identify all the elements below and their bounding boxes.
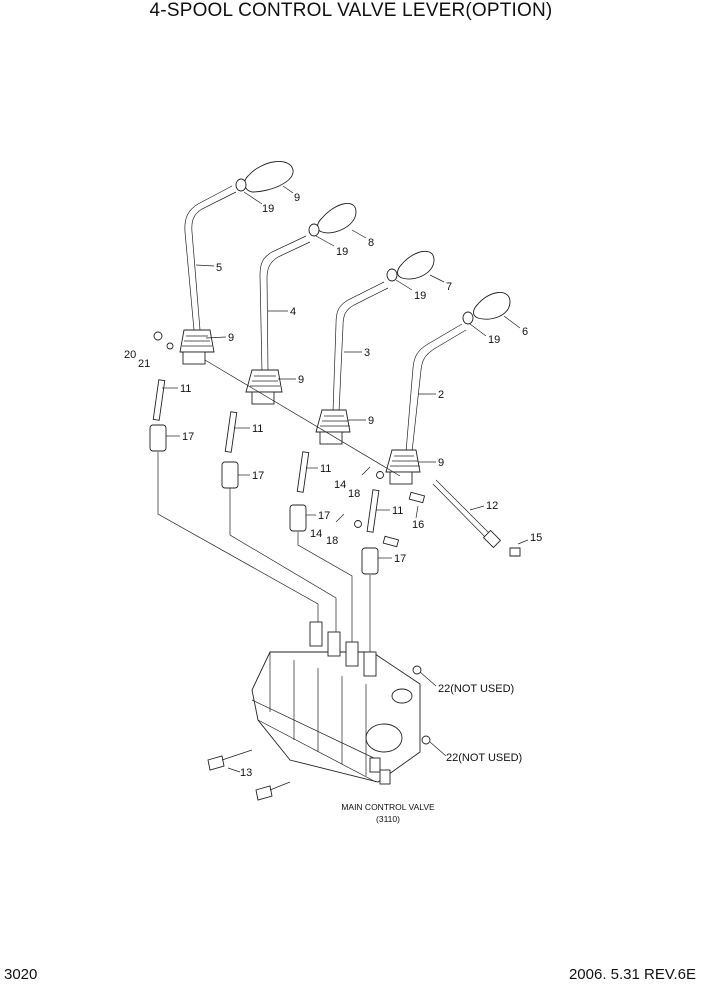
nut-19: [235, 178, 247, 192]
callout-14: 14: [310, 528, 322, 540]
callout-11: 11: [180, 383, 191, 395]
callout-17: 17: [394, 553, 406, 565]
washer-18b: [354, 520, 362, 528]
callout-21: 21: [138, 358, 150, 370]
callout-17: 17: [182, 431, 194, 443]
callout-7: 7: [446, 281, 452, 293]
lever-rod-4: [259, 235, 311, 373]
revision-date: 2006. 5.31 REV.6E: [568, 966, 696, 983]
valve-caption-name: MAIN CONTROL VALVE: [341, 802, 435, 812]
leader-lines: [162, 185, 529, 773]
callout-9: 9: [438, 457, 444, 469]
callout-17: 17: [318, 510, 330, 522]
callout-19: 19: [414, 290, 426, 302]
lever-rod-5: [184, 185, 237, 331]
cap-17d: [361, 547, 379, 575]
bolts-13: [207, 749, 291, 801]
pin-14: [361, 466, 371, 476]
pin-14b: [335, 513, 345, 523]
plug-22b: [421, 735, 431, 745]
callout-2: 2: [438, 389, 444, 401]
callout-8: 8: [368, 237, 374, 249]
callout-12: 12: [486, 500, 498, 512]
pin-16b: [382, 535, 400, 548]
washer-18: [376, 471, 384, 479]
callout-20: 20: [124, 349, 136, 361]
callout-16: 16: [412, 519, 424, 531]
callout-15: 15: [530, 532, 542, 544]
page-title: 4-SPOOL CONTROL VALVE LEVER(OPTION): [149, 0, 553, 21]
knob-8: [317, 203, 357, 234]
pilot-lines: [157, 452, 371, 658]
callout-19: 19: [488, 334, 500, 346]
callout-22-not-used: 22(NOT USED): [446, 752, 522, 764]
callout-19: 19: [262, 203, 274, 215]
nut-19c: [386, 268, 398, 282]
callout-11: 11: [392, 505, 403, 517]
callout-19: 19: [336, 246, 348, 258]
lever-rod-3: [332, 281, 389, 413]
callout-13: 13: [240, 767, 252, 779]
callout-11: 11: [252, 423, 263, 435]
callout-9: 9: [228, 332, 234, 344]
callout-9: 9: [368, 415, 374, 427]
pin-16: [408, 491, 426, 504]
callout-14: 14: [334, 479, 346, 491]
nut-19d: [462, 311, 474, 325]
washer-21: [166, 342, 174, 350]
callout-11: 11: [320, 463, 331, 475]
plug-22a: [412, 665, 422, 675]
callout-17: 17: [252, 470, 264, 482]
lever-assembly-5: [149, 161, 294, 452]
page-number: 3020: [4, 966, 38, 983]
nut-19b: [308, 223, 320, 237]
link-11d: [366, 489, 380, 533]
knob-7: [397, 250, 435, 280]
lever-base: [182, 351, 206, 365]
lever-assembly-3: [289, 250, 435, 532]
knob-6: [473, 292, 511, 320]
shaft-line: [204, 359, 401, 477]
callout-18: 18: [348, 488, 360, 500]
callout-9: 9: [294, 192, 300, 204]
nut-20: [153, 331, 163, 341]
knob-9-top: [244, 161, 294, 193]
callout-22-not-used: 22(NOT USED): [438, 683, 514, 695]
callout-6: 6: [522, 326, 528, 338]
link-11b: [224, 411, 238, 453]
callout-9: 9: [298, 374, 304, 386]
link-11c: [296, 451, 310, 493]
lever-assembly-4: [221, 203, 357, 489]
shaft-12-assembly: [432, 479, 521, 557]
callout-5: 5: [216, 262, 222, 274]
callout-3: 3: [364, 347, 370, 359]
main-control-valve: [251, 621, 431, 785]
cap-17: [149, 424, 167, 452]
cap-17b: [221, 461, 239, 489]
cap-17c: [289, 504, 307, 532]
link-11: [152, 379, 166, 421]
lever-rod-2: [405, 323, 467, 453]
bolt-15: [509, 547, 521, 557]
shaft-12: [432, 479, 495, 543]
valve-caption-code: (3110): [376, 814, 400, 824]
lever-assembly-2: [335, 292, 511, 575]
callout-18: 18: [326, 535, 338, 547]
callout-4: 4: [290, 306, 296, 318]
